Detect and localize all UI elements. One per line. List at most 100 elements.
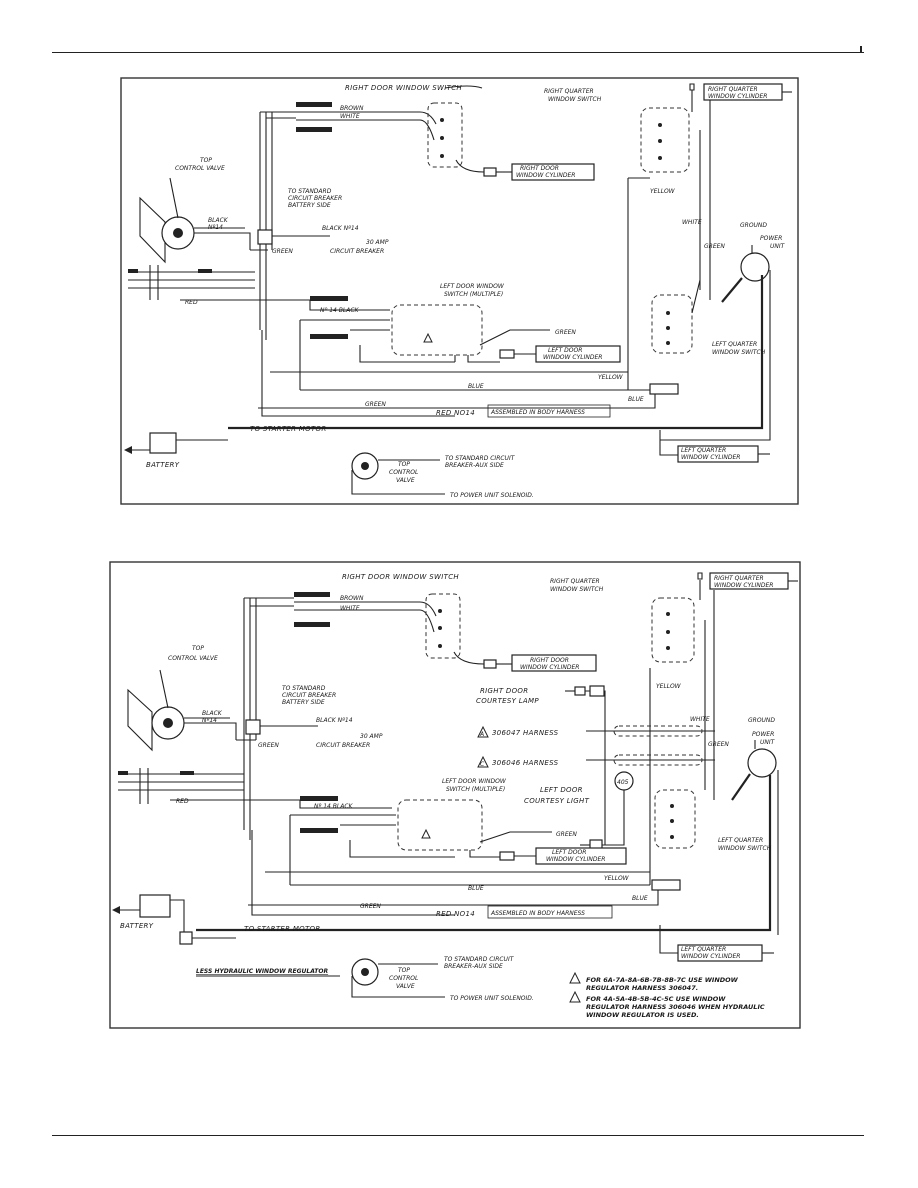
label: Nº 14 BLACK — [320, 307, 360, 314]
label: YELLOW — [598, 374, 624, 381]
marker: A — [479, 731, 484, 738]
label: LEFT QUARTER — [718, 837, 763, 844]
label: LESS HYDRAULIC WINDOW REGULATOR — [196, 968, 328, 975]
note: WINDOW REGULATOR IS USED. — [586, 1011, 699, 1019]
header-rule — [52, 52, 864, 53]
label: BATTERY SIDE — [288, 202, 331, 209]
label: BLUE — [468, 383, 484, 390]
label: GREEN — [365, 401, 386, 408]
label: 306046 HARNESS — [492, 759, 559, 767]
right-quarter-window-switch — [640, 107, 690, 173]
label: LEFT QUARTER — [712, 341, 757, 348]
label: WINDOW CYLINDER — [708, 93, 767, 100]
label: VALVE — [396, 983, 415, 990]
label: WINDOW SWITCH — [550, 586, 604, 593]
label: BROWN — [340, 105, 364, 112]
label: BLUE — [468, 885, 484, 892]
label: LEFT DOOR WINDOW — [440, 283, 505, 290]
label: SWITCH (MULTIPLE) — [444, 291, 503, 298]
right-door-window-cylinder — [511, 163, 595, 181]
label: GROUND — [740, 222, 767, 229]
label: WHITE — [340, 113, 360, 120]
label: COURTESY LIGHT — [524, 797, 590, 805]
label: WINDOW SWITCH — [718, 845, 772, 852]
label: BLACK — [202, 710, 223, 717]
label: RED NO14 — [436, 409, 475, 417]
label: 30 AMP — [360, 733, 383, 740]
label: CONTROL — [389, 469, 418, 476]
right-door-window-switch — [427, 102, 463, 168]
diagram-bottom-frame — [109, 561, 801, 1029]
label: BROWN — [340, 595, 364, 602]
label: BATTERY — [146, 461, 180, 469]
label: GROUND — [748, 717, 775, 724]
label: TO STANDARD CIRCUIT — [445, 455, 516, 462]
label: Nº 14 BLACK — [314, 803, 354, 810]
label: WINDOW CYLINDER — [520, 664, 579, 671]
label: GREEN — [258, 742, 279, 749]
label: POWER — [752, 731, 774, 738]
diagram-bottom: 405 — [109, 561, 801, 1029]
label: WINDOW CYLINDER — [546, 856, 605, 863]
label: WINDOW CYLINDER — [714, 582, 773, 589]
label: LEFT DOOR — [552, 849, 586, 856]
battery — [149, 432, 177, 454]
label: RIGHT DOOR — [480, 687, 528, 695]
label: CONTROL VALVE — [175, 165, 225, 172]
note: FOR 6A-7A-8A-6B-7B-8B-7C USE WINDOW — [586, 976, 739, 984]
left-door-window-switch — [391, 304, 483, 356]
label: COURTESY LAMP — [476, 697, 539, 705]
label: LEFT QUARTER — [681, 946, 726, 953]
left-quarter-window-switch — [654, 789, 696, 849]
label: BLUE — [628, 396, 644, 403]
right-door-window-cylinder — [511, 654, 597, 672]
label: RIGHT QUARTER — [708, 86, 758, 93]
right-quarter-window-switch — [651, 597, 695, 663]
marker: C — [480, 761, 485, 768]
label: RED NO14 — [436, 910, 475, 918]
left-door-window-switch — [397, 799, 483, 851]
label: CIRCUIT BREAKER — [282, 692, 336, 699]
note: REGULATOR HARNESS 306047. — [586, 984, 698, 992]
label: TO STANDARD — [288, 188, 332, 195]
label: POWER — [760, 235, 782, 242]
label: WINDOW CYLINDER — [681, 953, 740, 960]
note: FOR 4A-5A-4B-5B-4C-5C USE WINDOW — [586, 995, 726, 1003]
label: RIGHT DOOR WINDOW SWITCH — [345, 84, 462, 92]
label: CIRCUIT BREAKER — [330, 248, 384, 255]
label: BATTERY SIDE — [282, 699, 325, 706]
label: GREEN — [556, 831, 577, 838]
label: CONTROL — [389, 975, 418, 982]
wire-tag-hatch — [296, 127, 332, 132]
label: TO POWER UNIT SOLENOID. — [450, 995, 534, 1002]
label: BREAKER-AUX SIDE — [444, 963, 503, 970]
footer-rule — [52, 1135, 864, 1136]
label: TO STANDARD CIRCUIT — [444, 956, 515, 963]
label: CONTROL VALVE — [168, 655, 218, 662]
label: RIGHT DOOR WINDOW SWITCH — [342, 573, 459, 581]
label: TO STANDARD — [282, 685, 326, 692]
label: CIRCUIT BREAKER — [288, 195, 342, 202]
label: SWITCH (MULTIPLE) — [446, 786, 505, 793]
label: TOP — [192, 645, 204, 652]
label: Nº14 — [202, 717, 217, 724]
label: BATTERY — [120, 922, 154, 930]
label: BLACK Nº14 — [316, 717, 353, 724]
diagram-top: RIGHT DOOR WINDOW SWITCH RIGHT QUARTER W… — [120, 77, 799, 505]
label: GREEN — [708, 741, 729, 748]
left-door-window-cylinder — [535, 345, 621, 363]
label: WHITE — [340, 605, 360, 612]
note: REGULATOR HARNESS 306046 WHEN HYDRAULIC — [586, 1003, 765, 1011]
label: WINDOW SWITCH — [712, 349, 766, 356]
power-unit — [747, 748, 777, 778]
label: YELLOW — [604, 875, 630, 882]
label: WINDOW CYLINDER — [681, 454, 740, 461]
left-quarter-window-switch — [651, 294, 693, 354]
power-unit — [740, 252, 770, 282]
label: LEFT DOOR — [540, 786, 583, 794]
label: UNIT — [760, 739, 776, 746]
label: YELLOW — [650, 188, 676, 195]
label: 30 AMP — [366, 239, 389, 246]
label: GREEN — [555, 329, 576, 336]
